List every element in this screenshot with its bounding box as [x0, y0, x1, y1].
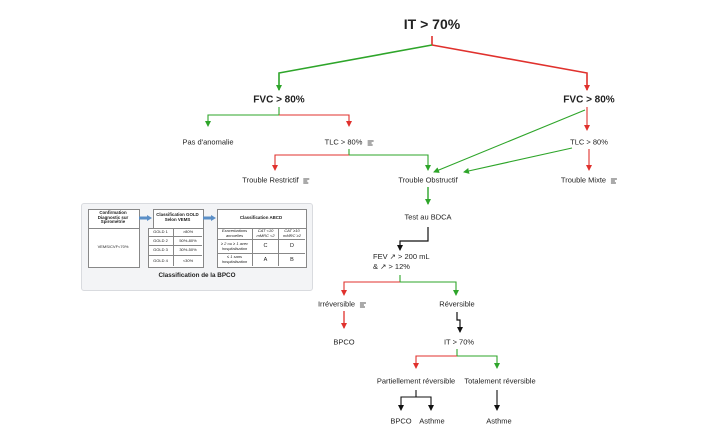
branch-it-bottom: [413, 349, 500, 369]
vems-box: [88, 228, 140, 268]
abcd-col-cat-low: CAT <10 mMRC <2: [253, 228, 279, 240]
branch-tlc-left: [272, 149, 431, 171]
node-fev: FEV ↗ > 200 mL & ↗ > 12%: [373, 252, 430, 272]
branch-tlc-right: [463, 147, 592, 174]
abcd-col-exacerbations: Exacerbations annuelles: [217, 228, 253, 240]
node-trouble-mixte-label: Trouble Mixte: [560, 175, 607, 185]
arrow-right-icon: [203, 215, 216, 221]
abcd-header: Classification ABCD: [239, 214, 283, 220]
abcd-cell-b: B: [290, 256, 294, 263]
branch-fev: [341, 275, 459, 296]
node-reversible: Réversible: [439, 299, 475, 309]
gold-header: Classification GOLD Selon VEMS: [156, 212, 199, 222]
gold-grade: GOLD 4: [148, 256, 174, 266]
node-bpco-bottom: BPCO: [390, 416, 412, 426]
node-totalement: Totalement réversible: [464, 376, 536, 386]
vems-label: VEMS/CVF<70%: [97, 243, 129, 249]
abcd-cell-d: D: [279, 240, 305, 254]
gold-table: [148, 228, 204, 268]
node-trouble-obstructif: Trouble Obstructif: [398, 175, 458, 185]
node-trouble-mixte: Trouble Mixte: [560, 175, 618, 185]
node-it-bottom: IT > 70%: [443, 337, 475, 347]
node-fvc-right: FVC > 80%: [563, 94, 615, 106]
bpco-card-caption: Classification de la BPCO: [158, 272, 236, 279]
gold-value: >80%: [174, 228, 202, 237]
bpco-classification-card: Confirmation Diagnostic sur Spirométrie …: [81, 203, 313, 291]
node-tlc-left-label: TLC > 80%: [324, 137, 363, 147]
arrow-reversible-it: [456, 312, 463, 333]
branch-it-top: [276, 36, 590, 91]
notes-icon: [367, 139, 374, 146]
notes-icon: [611, 177, 618, 184]
gold-grade: GOLD 2: [148, 237, 174, 246]
node-tlc-left: TLC > 80%: [325, 138, 374, 147]
branch-fvc-right: [433, 107, 590, 173]
gold-value: 30%-50%: [174, 246, 202, 256]
node-fvc-left: FVC > 80%: [253, 94, 305, 106]
abcd-table: [217, 228, 307, 268]
node-asthme-mid: Asthme: [419, 416, 445, 426]
abcd-row-low-risk: ≤ 1 sans hospitalisation: [217, 254, 253, 266]
abcd-col-cat-high: CAT ≥10 mMRC ≥2: [279, 228, 305, 240]
gold-value: <30%: [182, 257, 194, 263]
node-it-top: IT > 70%: [403, 16, 461, 32]
gold-value: 50%-80%: [174, 237, 202, 246]
arrow-bdca-fev: [397, 227, 429, 251]
node-test-bdca: Test au BDCA: [404, 212, 452, 222]
branch-partiel: [398, 390, 434, 411]
node-irreversible-label: Irréversible: [317, 299, 356, 309]
node-irreversible: Irréversible: [317, 299, 367, 309]
node-tlc-right: TLC > 80%: [570, 137, 608, 147]
node-fev-line2: & ↗ > 12%: [373, 262, 410, 271]
node-trouble-restrictif-label: Trouble Restrictif: [242, 175, 299, 185]
notes-icon: [360, 301, 367, 308]
node-bpco: BPCO: [333, 337, 355, 347]
node-fev-line1: FEV ↗ > 200 mL: [373, 252, 430, 261]
abcd-cell-a: A: [253, 254, 279, 266]
abcd-cell-c: C: [253, 240, 279, 254]
node-asthme-right: Asthme: [486, 416, 512, 426]
node-trouble-restrictif: Trouble Restrictif: [242, 175, 310, 185]
node-pas-anomalie: Pas d'anomalie: [182, 137, 234, 147]
confirmation-header: Confirmation Diagnostic sur Spirométrie: [97, 210, 129, 225]
gold-grade: GOLD 1: [148, 228, 174, 237]
branch-fvc-left: [205, 107, 352, 127]
node-partiellement: Partiellement réversible: [376, 376, 456, 386]
arrow-right-icon: [139, 215, 152, 221]
gold-grade: GOLD 3: [148, 246, 174, 256]
notes-icon: [303, 177, 310, 184]
abcd-row-high-risk: ≥ 2 ou ≥ 1 avec hospitalisation: [217, 240, 253, 254]
